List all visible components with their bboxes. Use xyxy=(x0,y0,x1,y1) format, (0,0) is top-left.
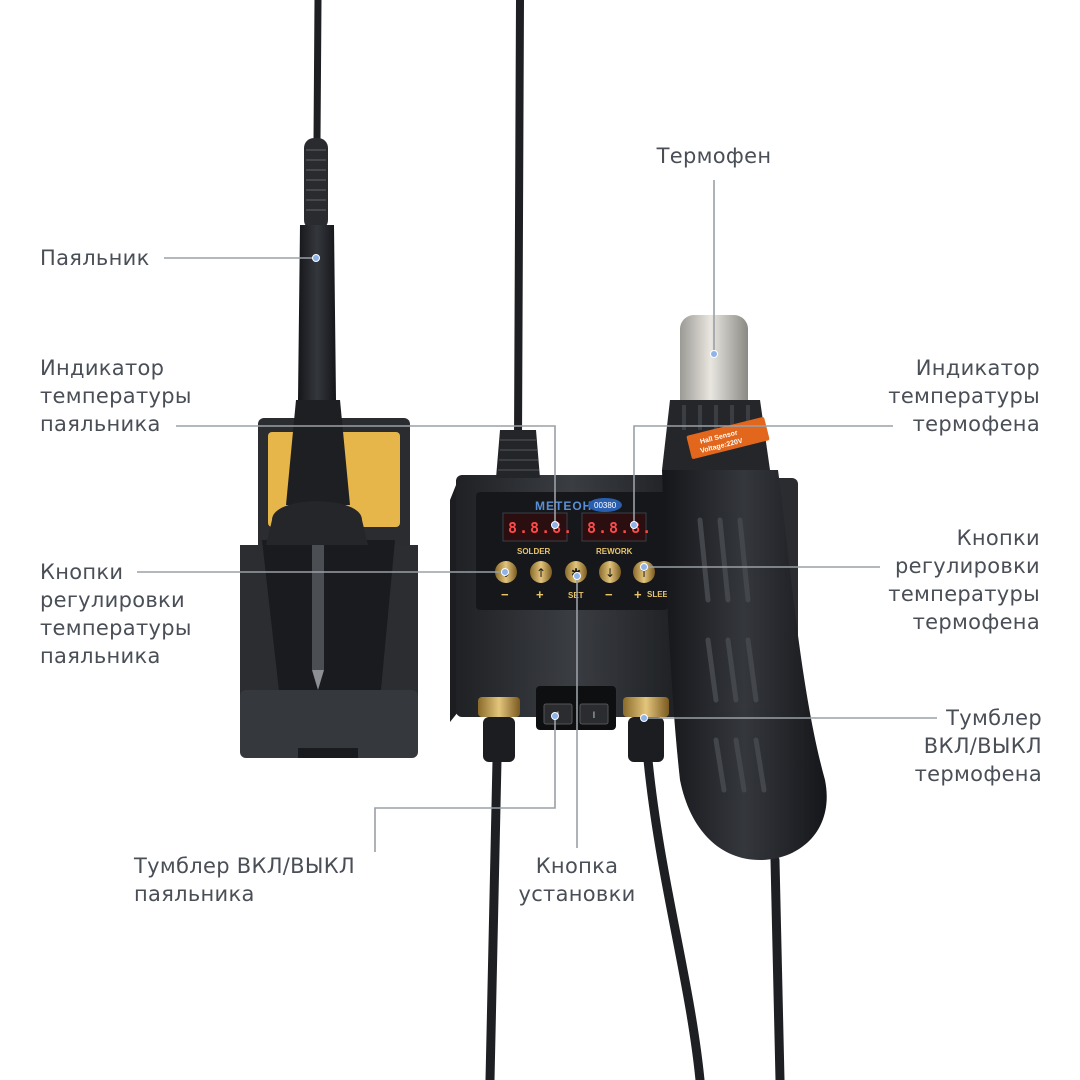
marker-dots xyxy=(312,254,718,722)
marker-dot xyxy=(312,254,320,262)
callout-gun-temp-display: Индикатор температуры термофена xyxy=(888,356,1040,436)
iron-handle xyxy=(298,225,336,400)
gun-connector xyxy=(623,697,669,762)
switch-off-icon: I xyxy=(593,711,596,721)
gun-sticker xyxy=(686,417,770,459)
marker-dot xyxy=(551,521,559,529)
iron-tip xyxy=(312,670,324,690)
callout-iron-power-switch: Тумблер ВКЛ/ВЫКЛ паяльника xyxy=(134,854,356,906)
gun-minus-button[interactable]: ↓ xyxy=(599,561,621,583)
model-badge-text: 00380 xyxy=(594,501,617,510)
sleep-label: SLEEP xyxy=(647,590,674,599)
strain-relief-ribs xyxy=(498,439,539,471)
iron-cable-bottom xyxy=(485,755,502,1080)
stand-cup xyxy=(262,540,395,700)
up-arrow-icon: ↑ xyxy=(639,566,649,580)
iron-cable-top xyxy=(313,0,322,144)
station-cable-strain xyxy=(496,430,540,478)
control-station: METEOH 00380 8.8.8. 8.8.8. SOLDER REWORK… xyxy=(450,430,688,762)
hot-air-gun: Hall Sensor Voltage:220V xyxy=(662,315,827,860)
iron-grip-ribs xyxy=(304,138,328,230)
marker-dot xyxy=(640,714,648,722)
iron-minus-sign: − xyxy=(501,587,509,602)
solder-group-label: SOLDER xyxy=(517,547,551,556)
cables xyxy=(313,0,785,1080)
up-arrow-icon: ↑ xyxy=(536,566,546,580)
gun-minus-sign: − xyxy=(605,587,613,602)
rework-group-label: REWORK xyxy=(596,547,633,556)
leader-lines xyxy=(137,180,937,852)
gun-nozzle xyxy=(680,315,748,415)
gun-grip-grooves xyxy=(697,517,767,793)
iron-shaft xyxy=(312,545,324,670)
brand-logo: METEOH xyxy=(535,499,592,513)
iron-grip-rib-lines xyxy=(306,149,326,211)
gun-plus-sign: + xyxy=(634,587,642,602)
gun-handle xyxy=(662,470,827,860)
callout-set-button: Кнопка установки xyxy=(518,854,636,906)
stand-front-lip xyxy=(240,690,418,758)
callout-gun-power-switch: Тумблер ВКЛ/ВЫКЛ термофена xyxy=(914,706,1042,786)
station-power-cable xyxy=(514,0,524,444)
leader-gun-display xyxy=(633,425,893,525)
iron-plus-sign: + xyxy=(536,587,544,602)
callout-iron-temp-display: Индикатор температуры паяльника xyxy=(40,356,192,436)
marker-dot xyxy=(573,572,581,580)
stand-slot xyxy=(298,748,358,758)
model-badge xyxy=(588,498,622,512)
gun-power-switch[interactable] xyxy=(579,703,609,725)
gun-temp-display-digits: 8.8.8. xyxy=(587,519,653,537)
marker-dot xyxy=(551,712,559,720)
gun-tail-cable xyxy=(770,855,785,1080)
gun-cable-bottom xyxy=(643,755,705,1080)
callout-gun-temp-buttons: Кнопки регулировки температуры термофена xyxy=(888,526,1040,634)
leader-iron-display xyxy=(176,425,556,525)
iron-connector xyxy=(478,697,520,762)
power-switch-block: I I xyxy=(536,686,616,730)
marker-dot xyxy=(501,568,509,576)
iron-collar xyxy=(286,400,350,505)
callout-iron-temp-buttons: Кнопки регулировки температуры паяльника xyxy=(40,560,192,668)
marker-dot xyxy=(710,350,718,358)
iron-plus-button[interactable]: ↑ xyxy=(530,561,552,583)
set-label: SET xyxy=(568,591,584,600)
leader-iron-switch xyxy=(374,716,556,852)
iron-guard xyxy=(266,501,368,545)
callout-hot-air-gun: Термофен xyxy=(656,144,772,168)
marker-dot xyxy=(630,521,638,529)
marker-dot xyxy=(640,563,648,571)
down-arrow-icon: ↓ xyxy=(605,566,615,580)
iron-temp-display-digits: 8.8.8. xyxy=(508,519,574,537)
callout-soldering-iron: Паяльник xyxy=(40,246,150,270)
